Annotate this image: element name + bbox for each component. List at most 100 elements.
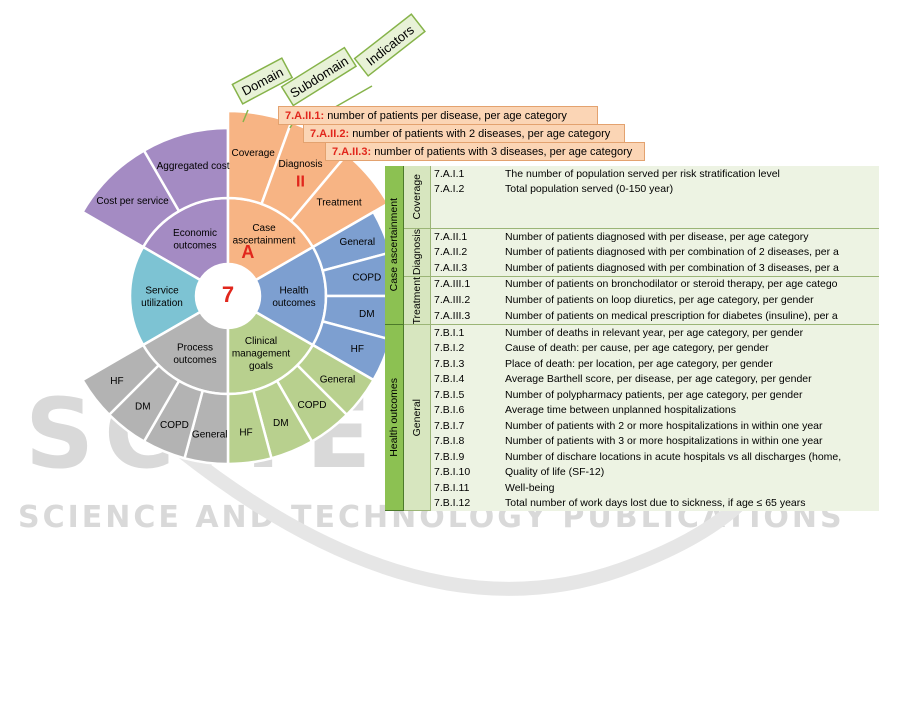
subgroup-cell-treatment: Treatment bbox=[403, 276, 431, 325]
label-coverage: Coverage bbox=[231, 148, 275, 159]
indicator-description: Total population served (0-150 year) bbox=[502, 181, 879, 197]
subgroup-label: General bbox=[411, 399, 423, 437]
callout-code: 7.A.II.2: bbox=[310, 128, 350, 140]
indicator-description: Quality of life (SF-12) bbox=[502, 464, 879, 480]
group-label: Case ascertainment bbox=[388, 198, 400, 292]
indicator-code: 7.B.I.6 bbox=[430, 402, 502, 418]
label-diagnosis-number: II bbox=[296, 174, 305, 191]
label-aggregated-cost: Aggregated cost bbox=[157, 161, 230, 172]
callout-text: number of patients per disease, per age … bbox=[327, 110, 567, 122]
indicator-description: Number of patients diagnosed with per co… bbox=[502, 244, 879, 260]
indicator-description: Number of patients on bronchodilator or … bbox=[502, 275, 879, 293]
indicator-code: 7.A.III.3 bbox=[430, 308, 502, 325]
indicator-code: 7.B.I.8 bbox=[430, 433, 502, 449]
indicator-description: Average time between unplanned hospitali… bbox=[502, 402, 879, 418]
indicator-code: 7.B.I.5 bbox=[430, 386, 502, 403]
indicator-description: Number of deaths in relevant year, per a… bbox=[502, 323, 879, 341]
table-row bbox=[385, 212, 879, 229]
flag-indicators: Indicators bbox=[353, 13, 426, 77]
indicator-description: Cause of death: per cause, per age categ… bbox=[502, 340, 879, 356]
indicator-code: 7.A.III.2 bbox=[430, 292, 502, 309]
label-case-letter: A bbox=[241, 242, 254, 262]
indicator-description bbox=[502, 197, 879, 213]
indicator-code: 7.B.I.10 bbox=[430, 464, 502, 480]
indicator-code: 7.B.I.1 bbox=[430, 323, 502, 341]
subgroup-cell-general: General bbox=[403, 324, 431, 512]
callout-text: number of patients with 3 diseases, per … bbox=[374, 146, 633, 158]
indicator-description: Number of dischare locations in acute ho… bbox=[502, 448, 879, 465]
callout-text: number of patients with 2 diseases, per … bbox=[352, 128, 611, 140]
indicator-description: The number of population served per risk… bbox=[502, 166, 879, 182]
sector-process-hf bbox=[80, 343, 161, 417]
indicator-code: 7.B.I.4 bbox=[430, 371, 502, 387]
subgroup-cell-diagnosis: Diagnosis bbox=[403, 228, 431, 277]
indicator-description: Total number of work days lost due to si… bbox=[502, 495, 879, 511]
indicator-description: Well-being bbox=[502, 479, 879, 496]
indicator-code: 7.A.II.1 bbox=[430, 228, 502, 245]
indicator-code: 7.B.I.3 bbox=[430, 355, 502, 372]
subgroup-label: Diagnosis bbox=[411, 229, 423, 276]
indicator-description: Number of patients diagnosed with per co… bbox=[502, 260, 879, 276]
label-cost-per-service: Cost per service bbox=[96, 196, 169, 207]
sector-service-utilization bbox=[128, 245, 202, 347]
flag-domain: Domain bbox=[231, 57, 294, 105]
label-health-copd: COPD bbox=[352, 272, 381, 283]
indicator-code bbox=[430, 197, 502, 213]
label-health-dm: DM bbox=[359, 309, 375, 320]
label-process-hf: HF bbox=[110, 376, 123, 387]
subgroup-label: Treatment bbox=[411, 276, 423, 324]
indicator-code: 7.B.I.2 bbox=[430, 340, 502, 356]
indicator-code: 7.A.II.2 bbox=[430, 244, 502, 260]
indicator-code: 7.A.II.3 bbox=[430, 260, 502, 276]
wheel-center-number: 7 bbox=[222, 282, 234, 307]
subgroup-cell-coverage: Coverage bbox=[403, 166, 431, 229]
indicator-description: Number of polypharmacy patients, per age… bbox=[502, 386, 879, 403]
indicator-description: Number of patients diagnosed with per di… bbox=[502, 228, 879, 245]
callout-code: 7.A.II.3: bbox=[332, 146, 372, 158]
label-clinical-dm: DM bbox=[273, 418, 289, 429]
label-clinical-general: General bbox=[320, 375, 356, 386]
indicator-code: 7.A.I.2 bbox=[430, 181, 502, 197]
label-process-general: General bbox=[192, 429, 228, 440]
indicator-code: 7.B.I.11 bbox=[430, 479, 502, 496]
label-health-hf: HF bbox=[351, 344, 364, 355]
subgroup-label: Coverage bbox=[411, 174, 423, 220]
group-cell-case: Case ascertainment bbox=[385, 166, 404, 325]
table-row bbox=[385, 197, 879, 213]
indicator-description: Number of patients on medical prescripti… bbox=[502, 308, 879, 325]
label-process-copd: COPD bbox=[160, 420, 189, 431]
wheel-center bbox=[198, 266, 258, 326]
flag-domain-pointer bbox=[242, 109, 249, 123]
label-treatment: Treatment bbox=[316, 197, 361, 208]
indicator-description bbox=[502, 212, 879, 229]
indicator-description: Place of death: per location, per age ca… bbox=[502, 355, 879, 372]
indicator-code: 7.B.I.12 bbox=[430, 495, 502, 511]
callout-7a-ii-2: 7.A.II.2: number of patients with 2 dise… bbox=[303, 124, 625, 143]
group-label: Health outcomes bbox=[388, 378, 400, 458]
indicator-code: 7.B.I.7 bbox=[430, 417, 502, 434]
indicator-description: Number of patients with 3 or more hospit… bbox=[502, 433, 879, 449]
indicator-code bbox=[430, 212, 502, 229]
indicator-code: 7.A.I.1 bbox=[430, 166, 502, 182]
